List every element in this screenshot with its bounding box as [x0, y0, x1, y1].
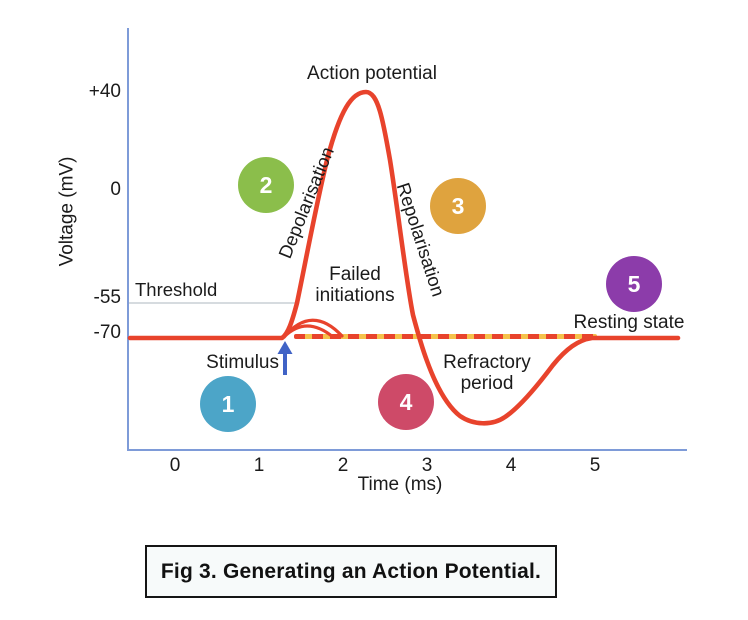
x-axis-title: Time (ms): [357, 474, 443, 495]
stimulus-arrow-head: [277, 341, 293, 354]
stage-marker-4-number: 4: [399, 388, 413, 415]
stage-marker-5-number: 5: [627, 270, 641, 297]
stage-marker-5: 5: [606, 256, 662, 312]
stage-marker-1: 1: [200, 376, 256, 432]
stage-marker-3-number: 3: [451, 192, 465, 219]
y-axis-line: [127, 28, 129, 451]
threshold-line: [129, 302, 295, 304]
resting-dashed-line: [294, 334, 597, 339]
x-tick-4: 4: [505, 455, 517, 476]
resting-state-label: Resting state: [573, 312, 685, 333]
stage-marker-1-number: 1: [221, 390, 235, 417]
figure-caption-text: Fig 3. Generating an Action Potential.: [160, 559, 542, 583]
threshold-label: Threshold: [135, 279, 218, 300]
y-tick-plus40: +40: [88, 81, 121, 102]
x-tick-0: 0: [169, 455, 181, 476]
y-tick-minus55: -55: [93, 287, 121, 308]
stage-marker-2-number: 2: [259, 171, 273, 198]
x-tick-1: 1: [253, 455, 265, 476]
refractory-period-label: Refractory period: [443, 352, 531, 394]
stage-marker-2: 2: [238, 157, 294, 213]
x-tick-2: 2: [337, 455, 349, 476]
x-tick-3: 3: [421, 455, 433, 476]
figure-caption-box: Fig 3. Generating an Action Potential.: [145, 545, 557, 598]
y-tick-minus70: -70: [93, 322, 121, 343]
stage-marker-3: 3: [430, 178, 486, 234]
stage-marker-4: 4: [378, 374, 434, 430]
action-potential-label: Action potential: [307, 63, 437, 84]
x-tick-5: 5: [589, 455, 601, 476]
y-axis-title: Voltage (mV): [56, 156, 78, 267]
stimulus-label: Stimulus: [206, 352, 279, 373]
y-tick-0: 0: [110, 179, 121, 200]
failed-initiations-label: Failed initiations: [315, 264, 395, 306]
x-axis-line: [127, 449, 687, 451]
